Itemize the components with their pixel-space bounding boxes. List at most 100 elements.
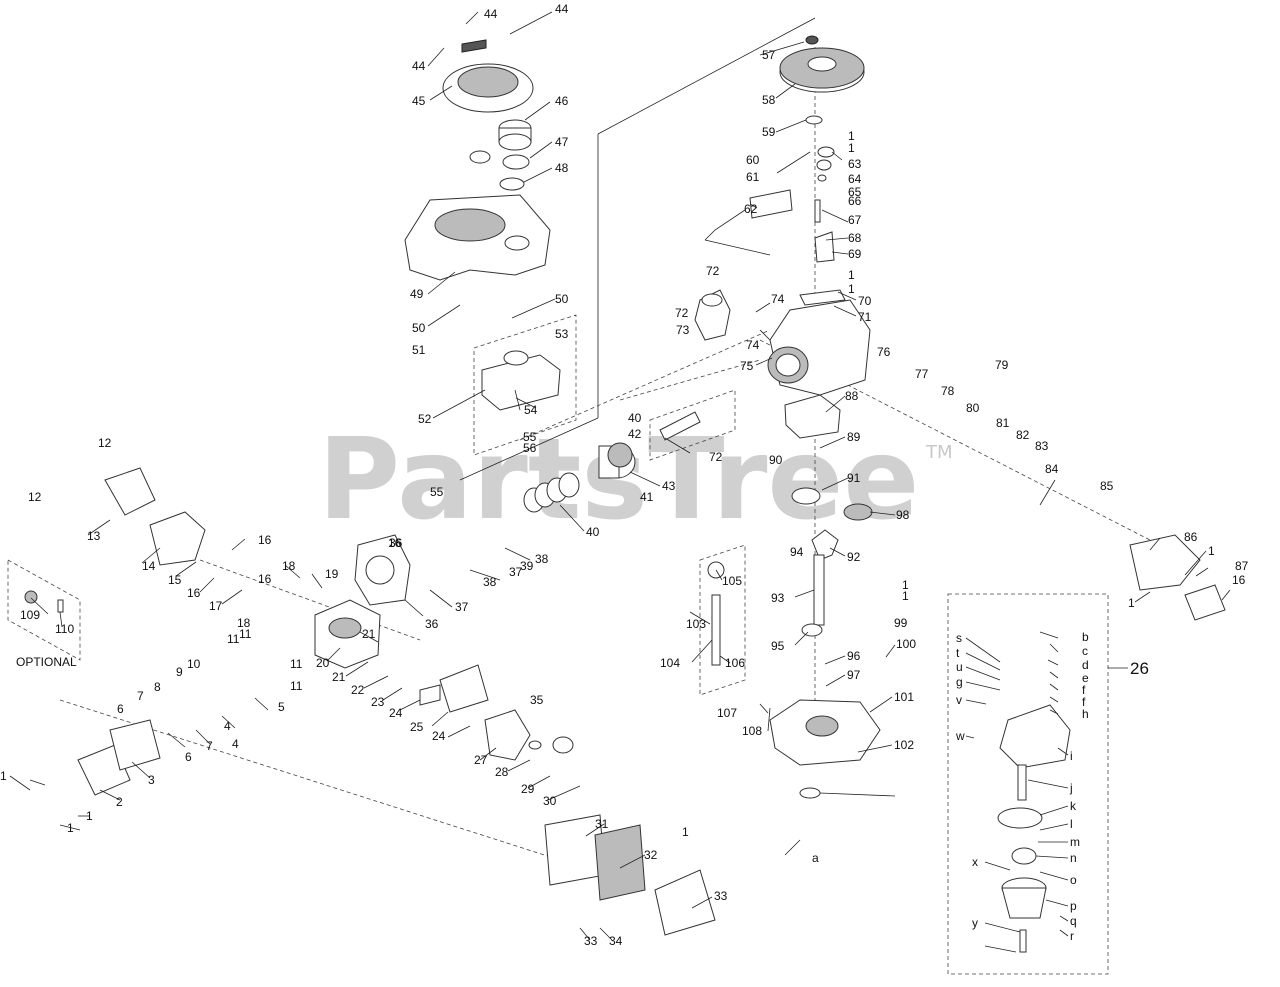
callout-label: 21: [332, 670, 346, 684]
callout-label: 93: [771, 591, 785, 605]
part-control-bracket: [1129, 534, 1226, 621]
callout-label: 101: [894, 690, 914, 704]
callout-label: 98: [896, 508, 910, 522]
part-crankcase-gasket: [784, 394, 841, 439]
callout-label: a: [812, 851, 819, 865]
callout-label: 36: [425, 617, 439, 631]
callout-label: j: [1069, 781, 1073, 795]
callout-label: 67: [848, 213, 862, 227]
callout-label: 39: [520, 559, 534, 573]
callout-label: 21: [362, 627, 376, 641]
callout-label: r: [1070, 929, 1074, 943]
part-air-filter: [544, 814, 716, 936]
callout-label: 70: [858, 294, 872, 308]
callout-label: 99: [894, 616, 908, 630]
callout-label: 108: [742, 724, 762, 738]
callout-label: 12: [98, 436, 112, 450]
callout-label: 73: [676, 323, 690, 337]
callout-label: 15: [168, 573, 182, 587]
callout-label: f: [1082, 695, 1086, 709]
callout-label: 40: [586, 525, 600, 539]
callout-label: 12: [28, 490, 42, 504]
callout-label: 7: [137, 689, 144, 703]
callout-label: f: [1082, 683, 1086, 697]
group-boxes: [7, 314, 1109, 975]
callout-label: v: [956, 693, 962, 707]
callout-label: 95: [771, 639, 785, 653]
part-exhaust-valve-cover: [77, 719, 161, 796]
callout-label: 33: [714, 889, 728, 903]
callout-label: 20: [316, 656, 330, 670]
callout-label: 49: [410, 287, 424, 301]
callout-label: 58: [762, 93, 776, 107]
callout-label: m: [1070, 835, 1080, 849]
callout-label: 52: [418, 412, 432, 426]
callout-label: 109: [20, 608, 40, 622]
callout-label: 77: [915, 367, 929, 381]
callout-label: c: [1082, 644, 1088, 658]
callout-label: 7: [206, 739, 213, 753]
callout-label: 1: [1208, 544, 1215, 558]
callout-label: 8: [154, 680, 161, 694]
callout-label: 79: [995, 358, 1009, 372]
part-flywheel: [779, 35, 865, 125]
callout-label: 3: [148, 773, 155, 787]
watermark-trademark: TM: [925, 442, 953, 463]
callout-label: s: [956, 631, 962, 645]
callout-label: 37: [509, 565, 523, 579]
part-fuel-pump: [694, 289, 731, 341]
callout-label: g: [956, 675, 963, 689]
callout-label: 41: [640, 490, 654, 504]
callout-label: 36: [389, 536, 403, 550]
callout-label: y: [972, 916, 978, 930]
callout-label: 28: [495, 765, 509, 779]
callout-label: k: [1070, 799, 1077, 813]
callout-label: 85: [1100, 479, 1114, 493]
part-muffler: [104, 467, 206, 566]
callout-label: 38: [535, 552, 549, 566]
part-crankcase: [767, 289, 871, 396]
callout-label: 68: [848, 231, 862, 245]
callout-label: 74: [771, 292, 785, 306]
callout-label: 103: [686, 617, 706, 631]
callout-label: 26: [1130, 659, 1149, 678]
callout-label: 53: [555, 327, 569, 341]
part-intake-manifold: [419, 664, 489, 713]
callout-label: 4: [232, 737, 239, 751]
callout-label: 33: [584, 934, 598, 948]
callout-label: 63: [848, 157, 862, 171]
callout-label: o: [1070, 873, 1077, 887]
callout-label: 27: [474, 753, 488, 767]
callout-label: 18: [237, 616, 251, 630]
callout-label: 100: [896, 637, 916, 651]
callout-label: 61: [746, 170, 760, 184]
watermark-text: PartsTree: [318, 415, 919, 545]
callout-label: x: [972, 855, 978, 869]
callout-label: 1: [0, 769, 7, 783]
callout-label: 9: [176, 665, 183, 679]
callout-label: 110: [55, 622, 74, 636]
callout-label: 57: [762, 48, 776, 62]
callout-label: 50: [412, 321, 426, 335]
part-connecting-rod: [659, 411, 701, 441]
part-ignition-coil: [704, 189, 793, 256]
callout-label: 1: [848, 129, 855, 143]
callout-label: t: [956, 646, 960, 660]
callout-label: 42: [628, 427, 642, 441]
callout-label: 104: [660, 656, 680, 670]
callout-label: p: [1070, 899, 1077, 913]
callout-label: 84: [1045, 462, 1059, 476]
callout-label: 59: [762, 125, 776, 139]
callout-label: 69: [848, 247, 862, 261]
callout-label: 11: [239, 627, 252, 641]
callout-label: 31: [595, 817, 609, 831]
callout-label: 24: [432, 729, 446, 743]
callout-label: 6: [117, 702, 124, 716]
callout-label: 83: [1035, 439, 1049, 453]
part-carburetor-detail: [997, 704, 1071, 953]
callout-label: 51: [412, 343, 426, 357]
callout-label: 86: [1184, 530, 1198, 544]
optional-note: OPTIONAL: [16, 655, 77, 669]
